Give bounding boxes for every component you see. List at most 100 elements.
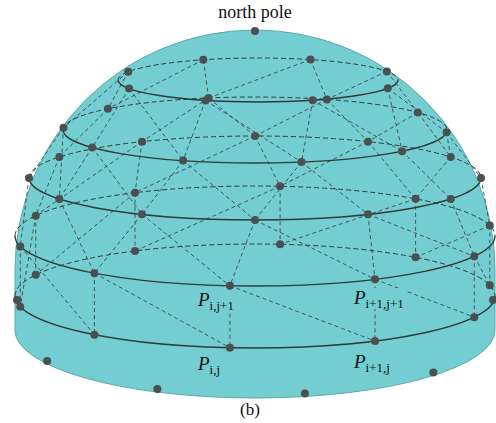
sample-point xyxy=(443,128,451,136)
mesh-edge xyxy=(135,136,255,193)
mesh-edge xyxy=(59,128,63,199)
sample-point xyxy=(226,282,234,290)
latitude-ring-back xyxy=(29,136,481,178)
sample-point xyxy=(276,182,284,190)
point-label: Pi,j xyxy=(196,354,222,375)
mesh-edge xyxy=(255,136,280,186)
sample-point xyxy=(104,105,112,113)
pole-label: north pole xyxy=(218,3,292,23)
mesh-edge xyxy=(313,100,402,151)
mesh-edge xyxy=(368,113,418,142)
mesh-edge xyxy=(142,214,230,285)
sample-point xyxy=(205,94,213,102)
sample-point xyxy=(55,153,63,161)
mesh-edge xyxy=(129,89,183,161)
latitude-ring-front xyxy=(63,130,447,163)
sample-point xyxy=(124,68,132,76)
mesh-edge xyxy=(59,199,94,273)
mesh-edge xyxy=(203,60,208,98)
mesh-edge xyxy=(108,72,128,109)
mesh-edge xyxy=(447,132,481,178)
mesh-edge xyxy=(416,226,490,258)
mesh-edge xyxy=(388,88,447,132)
sample-point xyxy=(179,157,187,165)
mesh-edge xyxy=(35,216,36,275)
mesh-edge xyxy=(183,100,205,160)
sample-point xyxy=(309,96,317,104)
mesh-edge xyxy=(280,186,281,244)
subfigure-caption: (b) xyxy=(240,401,260,420)
mesh-edge xyxy=(451,199,475,256)
sample-point xyxy=(371,337,379,345)
sample-point xyxy=(323,95,331,103)
mesh-edge xyxy=(142,161,183,215)
sample-point xyxy=(131,189,139,197)
sample-point xyxy=(16,303,24,311)
sample-point xyxy=(412,195,420,203)
sample-point xyxy=(153,385,161,393)
mesh-edge xyxy=(36,142,142,216)
sample-point xyxy=(477,174,485,182)
mesh-edge xyxy=(368,214,474,256)
mesh-edge xyxy=(368,214,375,279)
sample-point xyxy=(297,158,305,166)
sample-point xyxy=(470,313,478,321)
mesh-edge xyxy=(29,128,63,178)
sample-point xyxy=(43,357,51,365)
mesh-edge xyxy=(142,98,209,142)
sample-point xyxy=(138,138,146,146)
mesh-edge xyxy=(255,220,375,279)
sample-point xyxy=(447,153,455,161)
sample-point xyxy=(414,109,422,117)
mesh-edge xyxy=(255,99,327,136)
mesh-edge xyxy=(481,178,490,226)
point-label: Pi+1,j xyxy=(352,352,392,373)
sample-point xyxy=(125,85,133,93)
sample-point xyxy=(486,281,494,289)
point-label: Pi+1,j+1 xyxy=(352,288,406,309)
latitude-ring-front xyxy=(118,80,398,102)
sample-point xyxy=(486,222,494,230)
point-label: Pi,j+1 xyxy=(196,290,236,311)
mesh-edge xyxy=(230,220,255,286)
mesh-edge xyxy=(20,178,29,246)
mesh-edge xyxy=(92,89,129,148)
mesh-edge xyxy=(280,199,416,244)
sample-point xyxy=(364,210,372,218)
sample-point xyxy=(131,247,139,255)
sample-point xyxy=(364,138,372,146)
sample-point xyxy=(138,210,146,218)
mesh-edge xyxy=(280,142,368,187)
mesh-edge xyxy=(20,216,36,307)
latitude-ring-back xyxy=(118,58,398,80)
sample-point xyxy=(90,269,98,277)
latitude-ring-front xyxy=(15,296,495,348)
sample-point xyxy=(489,296,496,304)
mesh-edge xyxy=(209,98,255,136)
sample-point xyxy=(88,143,96,151)
sample-point xyxy=(429,369,437,377)
mesh-edge xyxy=(183,161,255,220)
mesh-edge xyxy=(209,60,311,98)
sample-point xyxy=(470,252,478,260)
sample-point xyxy=(371,275,379,283)
sample-point xyxy=(55,195,63,203)
mesh-edge xyxy=(135,193,136,251)
sample-point xyxy=(226,344,234,352)
mesh-edge xyxy=(474,256,475,317)
sample-point xyxy=(447,195,455,203)
sample-point xyxy=(32,212,40,220)
sample-point xyxy=(251,216,259,224)
sample-point xyxy=(251,27,259,35)
sample-point xyxy=(412,253,420,261)
mesh-edge xyxy=(416,157,451,199)
sample-point xyxy=(16,242,24,250)
mesh-edge xyxy=(94,273,95,334)
latitude-ring-front xyxy=(29,178,481,220)
sample-point xyxy=(383,67,391,75)
latitude-ring-back xyxy=(63,97,447,130)
mesh-edge xyxy=(92,147,142,214)
hemisphere-body xyxy=(15,30,495,398)
sample-point xyxy=(59,124,67,132)
